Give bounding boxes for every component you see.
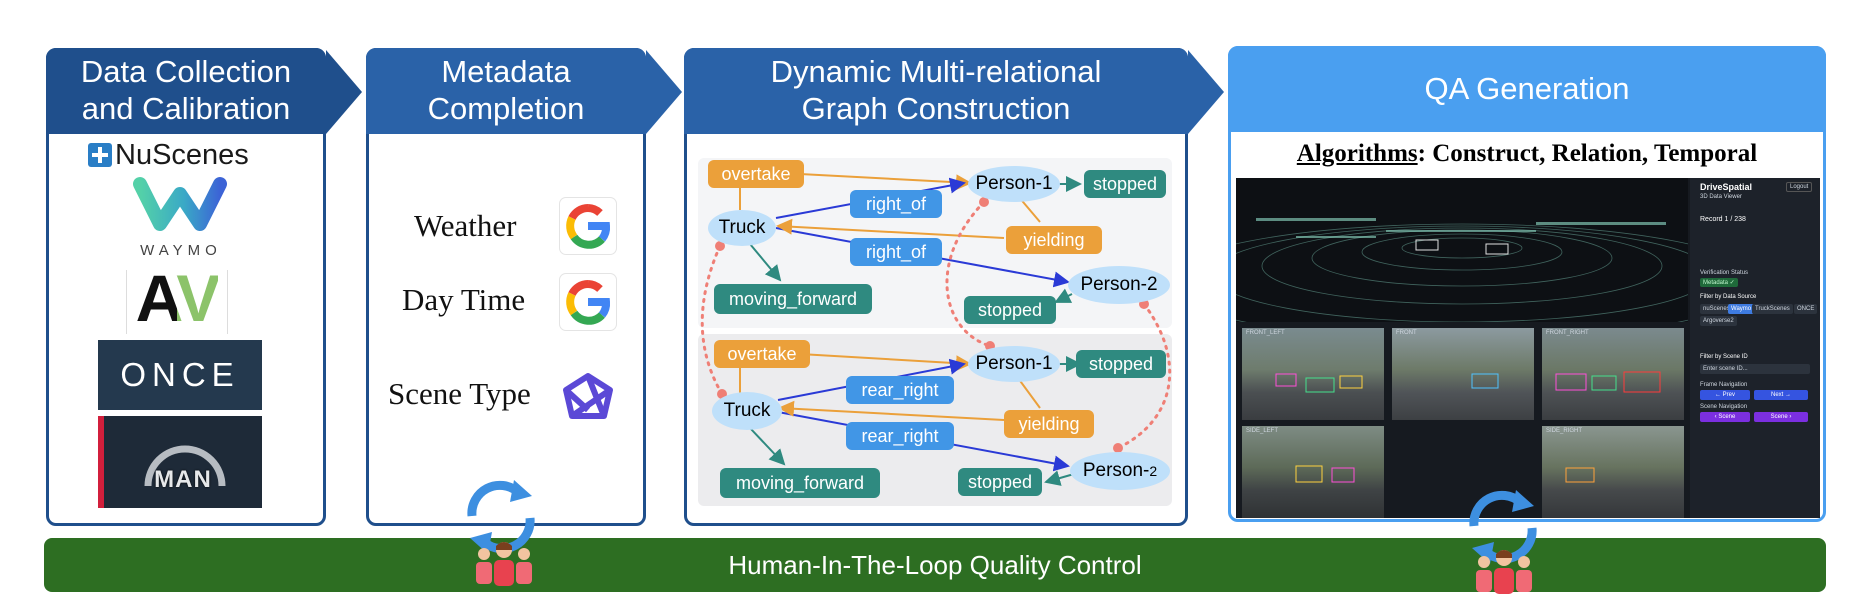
lidar-view xyxy=(1236,178,1688,322)
stage1-header: Data Collection and Calibration xyxy=(46,48,326,134)
stage1-title-line1: Data Collection xyxy=(80,54,292,90)
waymo-text: WAYMO xyxy=(140,242,222,259)
top-person1-node: Person-1 xyxy=(968,166,1060,202)
temporal-links xyxy=(700,200,1172,450)
hitl-bar: Human-In-The-Loop Quality Control xyxy=(44,538,1826,592)
top-moving-forward-node: moving_forward xyxy=(714,284,872,314)
app-subtitle: 3D Data Viewer xyxy=(1700,194,1742,200)
google-g-icon xyxy=(560,198,616,254)
hitl-label: Human-In-The-Loop Quality Control xyxy=(728,549,1142,580)
av-logo-letters: AV xyxy=(135,261,221,335)
people-icon xyxy=(1476,550,1532,594)
scene-nav-label: Scene Navigation xyxy=(1700,404,1748,410)
refresh-cycle-icon xyxy=(467,480,535,554)
detection-boxes xyxy=(1275,371,1661,483)
scene-id-input[interactable]: Enter scene ID... xyxy=(1700,364,1810,374)
stage2-title-line1: Metadata xyxy=(441,54,571,90)
algorithms-label: Algorithms xyxy=(1296,140,1418,167)
verification-badge: Metadata ✓ xyxy=(1700,278,1738,287)
stage4-header: QA Generation xyxy=(1228,46,1826,132)
prev-scene-button[interactable]: ‹ Scene xyxy=(1700,412,1750,422)
camera-front-left xyxy=(1242,328,1384,420)
man-text: MAN xyxy=(154,466,212,493)
app-screenshot: FRONT_LEFT FRONT FRONT_RIGHT SIDE_LEFT S… xyxy=(1236,178,1820,518)
camera-front xyxy=(1392,328,1534,420)
logout-button[interactable]: Logout xyxy=(1786,182,1813,192)
source-once[interactable]: ONCE xyxy=(1794,304,1818,314)
bottom-stopped1-node: stopped xyxy=(1076,350,1166,378)
cam-label-side-left: SIDE_LEFT xyxy=(1246,428,1279,434)
stage1-title-line2: and Calibration xyxy=(81,91,291,126)
top-truck-node: Truck xyxy=(708,210,776,246)
nuscenes-text: NuScenes xyxy=(115,138,249,171)
nuscenes-logo: NuScenes xyxy=(88,138,249,171)
weather-label: Weather xyxy=(414,208,517,243)
next-frame-button[interactable]: Next → xyxy=(1754,390,1808,400)
filter-source-label: Filter by Data Source xyxy=(1700,294,1757,300)
stage3-header: Dynamic Multi-relational Graph Construct… xyxy=(684,48,1188,134)
bottom-yielding-node: yielding xyxy=(1004,410,1094,438)
filter-scene-label: Filter by Scene ID xyxy=(1700,354,1748,360)
camera-side-left xyxy=(1242,426,1384,518)
man-logo: MAN xyxy=(98,416,262,508)
verification-label: Verification Status xyxy=(1700,270,1749,276)
cam-label-front-right: FRONT_RIGHT xyxy=(1546,330,1589,336)
waymo-logo-icon xyxy=(133,177,227,231)
top-person2-node: Person-2 xyxy=(1068,266,1170,304)
once-logo: ONCE xyxy=(98,340,262,410)
plus-icon xyxy=(88,143,112,167)
lidar-points-icon xyxy=(1236,218,1688,322)
source-nuscenes[interactable]: nuScenes xyxy=(1700,304,1733,314)
cam-label-front-left: FRONT_LEFT xyxy=(1246,330,1285,336)
scene-type-knot-icon xyxy=(563,373,613,419)
top-right-of-1-label: right_of xyxy=(850,190,942,218)
bottom-rear-right-2-label: rear_right xyxy=(846,422,954,450)
stage3-title-line2: Graph Construction xyxy=(801,91,1071,126)
algorithms-rest: : Construct, Relation, Temporal xyxy=(1417,140,1758,167)
bottom-person2-main: Person- xyxy=(1082,460,1150,481)
bottom-person2-node: Person-2 xyxy=(1070,452,1170,490)
stage2-header: Metadata Completion xyxy=(366,48,646,134)
stage2-arrow xyxy=(646,50,682,134)
cam-label-side-right: SIDE_RIGHT xyxy=(1546,428,1583,434)
bottom-moving-forward-node: moving_forward xyxy=(720,468,880,498)
bottom-truck-node: Truck xyxy=(712,392,782,430)
top-yielding-node: yielding xyxy=(1006,226,1102,254)
stage3-title-line1: Dynamic Multi-relational xyxy=(770,54,1102,90)
stage1-arrow xyxy=(326,50,362,134)
stage2-title-line2: Completion xyxy=(427,91,585,126)
av-logo xyxy=(126,270,228,334)
app-title: DriveSpatial xyxy=(1700,182,1753,192)
cam-label-front: FRONT xyxy=(1396,330,1417,336)
bottom-person2-sub: 2 xyxy=(1149,463,1158,479)
stage3-arrow xyxy=(1188,50,1224,134)
bottom-overtake-node: overtake xyxy=(714,340,810,368)
prev-frame-button[interactable]: ← Prev xyxy=(1700,390,1750,400)
daytime-label: Day Time xyxy=(402,282,526,317)
scene-type-label: Scene Type xyxy=(388,376,531,411)
google-g-icon xyxy=(560,274,616,330)
record-counter: Record 1 / 238 xyxy=(1700,216,1746,223)
source-argoverse2[interactable]: Argoverse2 xyxy=(1700,316,1737,326)
av-logo-text: AV xyxy=(124,262,230,334)
top-stopped2-node: stopped xyxy=(964,296,1056,324)
frame-nav-label: Frame Navigation xyxy=(1700,382,1748,388)
stage4-title: QA Generation xyxy=(1424,70,1630,106)
bottom-stopped2-node: stopped xyxy=(958,468,1042,496)
man-arc-icon xyxy=(144,445,226,487)
source-waymo[interactable]: Waymo xyxy=(1728,304,1755,314)
bottom-person1-node: Person-1 xyxy=(968,346,1060,382)
next-scene-button[interactable]: Scene › xyxy=(1754,412,1808,422)
app-sidebar: DriveSpatial 3D Data Viewer Logout Recor… xyxy=(1690,178,1820,518)
algorithms-line: Algorithms: Construct, Relation, Tempora… xyxy=(1236,140,1818,168)
top-right-of-2-label: right_of xyxy=(850,238,942,266)
source-truckscenes[interactable]: TruckScenes xyxy=(1752,304,1793,314)
top-overtake-node: overtake xyxy=(708,160,804,188)
people-icon xyxy=(476,542,532,586)
bottom-rear-right-1-label: rear_right xyxy=(846,376,954,404)
top-stopped1-node: stopped xyxy=(1084,170,1166,198)
once-text: ONCE xyxy=(120,356,240,393)
